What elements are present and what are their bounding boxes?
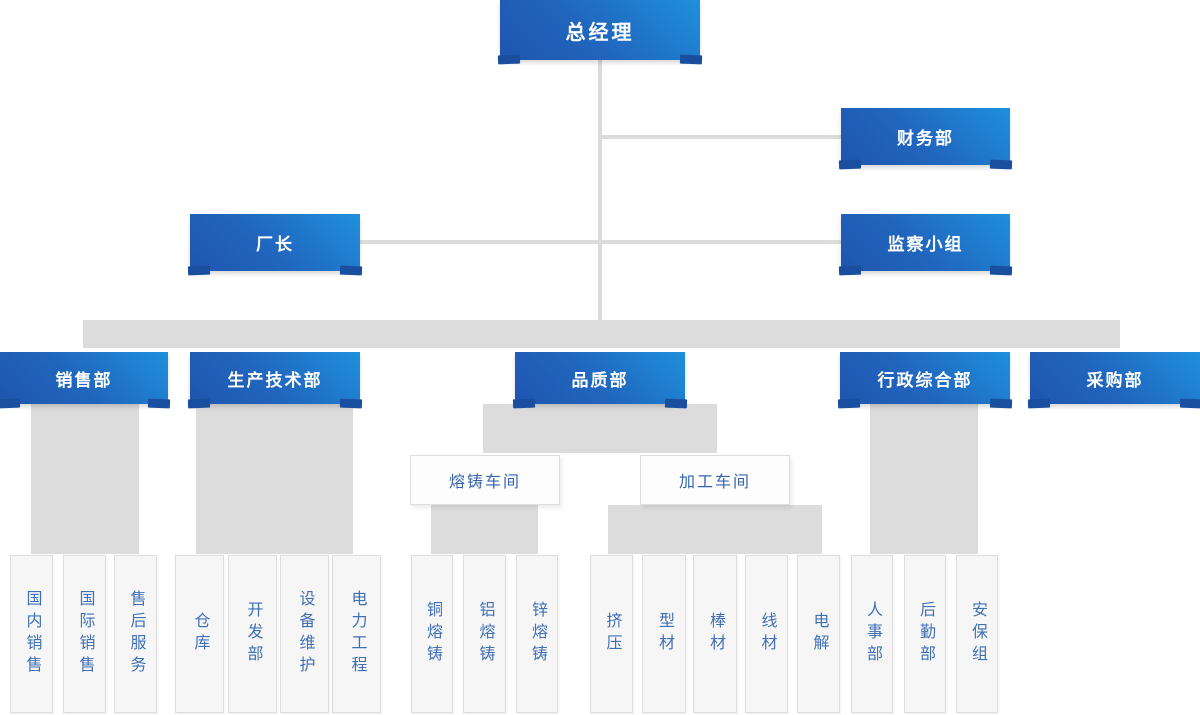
connector-admin-block [870, 404, 978, 554]
connector-sales-block [31, 404, 139, 554]
node-aluminum-casting: 铝熔铸 [463, 555, 506, 713]
connector-director-supervision-line [360, 240, 841, 244]
node-development-dept: 开发部 [228, 555, 277, 713]
node-warehouse-label: 仓库 [191, 612, 209, 656]
node-international-sales: 国际销售 [63, 555, 106, 713]
connector-root-vertical-line [598, 58, 602, 320]
node-admin-general-dept: 行政综合部 [840, 352, 1010, 404]
connector-quality-block [483, 404, 717, 453]
node-profiles-label: 型材 [656, 612, 673, 656]
node-general-manager-label: 总经理 [565, 21, 635, 44]
node-equipment-maintenance: 设备维护 [280, 555, 329, 713]
node-wire: 线材 [745, 555, 788, 713]
connector-processing-block [608, 505, 822, 554]
node-security-team-label: 安保组 [969, 601, 986, 667]
connector-production-block [196, 404, 353, 554]
node-domestic-sales-label: 国内销售 [23, 590, 41, 678]
node-factory-director: 厂长 [190, 214, 360, 271]
node-security-team: 安保组 [956, 555, 998, 713]
node-power-engineering-label: 电力工程 [348, 590, 366, 678]
node-warehouse: 仓库 [175, 555, 224, 713]
node-sales-dept: 销售部 [0, 352, 168, 404]
node-quality-dept-label: 品质部 [571, 370, 629, 390]
node-wire-label: 线材 [758, 612, 776, 656]
connector-departments-bar [83, 320, 1120, 348]
node-factory-director-label: 厂长 [256, 235, 294, 254]
node-hr-dept: 人事部 [851, 555, 893, 713]
node-electrolysis-label: 电解 [810, 612, 828, 656]
node-purchasing-dept: 采购部 [1030, 352, 1200, 404]
node-logistics-dept: 后勤部 [904, 555, 946, 713]
node-extrusion-label: 挤压 [603, 612, 621, 656]
node-admin-general-dept-label: 行政综合部 [877, 370, 973, 390]
node-after-sales-service-label: 售后服务 [127, 590, 145, 678]
node-bars-label: 棒材 [707, 612, 724, 656]
node-supervision-team-label: 监察小组 [887, 235, 964, 254]
node-sales-dept-label: 销售部 [55, 370, 113, 390]
node-zinc-casting-label: 锌熔铸 [529, 601, 546, 667]
node-production-tech-dept-label: 生产技术部 [227, 370, 323, 390]
node-quality-dept: 品质部 [515, 352, 685, 404]
node-copper-casting-label: 铜熔铸 [424, 601, 441, 667]
node-logistics-dept-label: 后勤部 [917, 601, 934, 667]
node-equipment-maintenance-label: 设备维护 [296, 590, 314, 678]
node-hr-dept-label: 人事部 [864, 601, 881, 667]
node-aluminum-casting-label: 铝熔铸 [476, 601, 494, 667]
node-international-sales-label: 国际销售 [76, 590, 94, 678]
node-power-engineering: 电力工程 [332, 555, 381, 713]
node-bars: 棒材 [693, 555, 737, 713]
node-profiles: 型材 [642, 555, 686, 713]
node-finance-dept: 财务部 [841, 108, 1010, 165]
node-processing-workshop-label: 加工车间 [678, 474, 751, 491]
node-electrolysis: 电解 [797, 555, 840, 713]
node-development-dept-label: 开发部 [244, 601, 262, 667]
connector-melting-block [431, 505, 538, 554]
node-production-tech-dept: 生产技术部 [190, 352, 360, 404]
node-supervision-team: 监察小组 [841, 214, 1010, 271]
node-domestic-sales: 国内销售 [10, 555, 53, 713]
node-melting-casting-workshop: 熔铸车间 [410, 455, 560, 505]
connector-finance-line [600, 135, 841, 139]
node-zinc-casting: 锌熔铸 [516, 555, 558, 713]
node-extrusion: 挤压 [590, 555, 633, 713]
node-melting-casting-workshop-label: 熔铸车间 [448, 474, 521, 491]
node-general-manager: 总经理 [500, 0, 700, 60]
node-copper-casting: 铜熔铸 [411, 555, 453, 713]
node-after-sales-service: 售后服务 [114, 555, 157, 713]
node-processing-workshop: 加工车间 [640, 455, 790, 505]
node-finance-dept-label: 财务部 [897, 129, 954, 148]
node-purchasing-dept-label: 采购部 [1086, 370, 1144, 390]
